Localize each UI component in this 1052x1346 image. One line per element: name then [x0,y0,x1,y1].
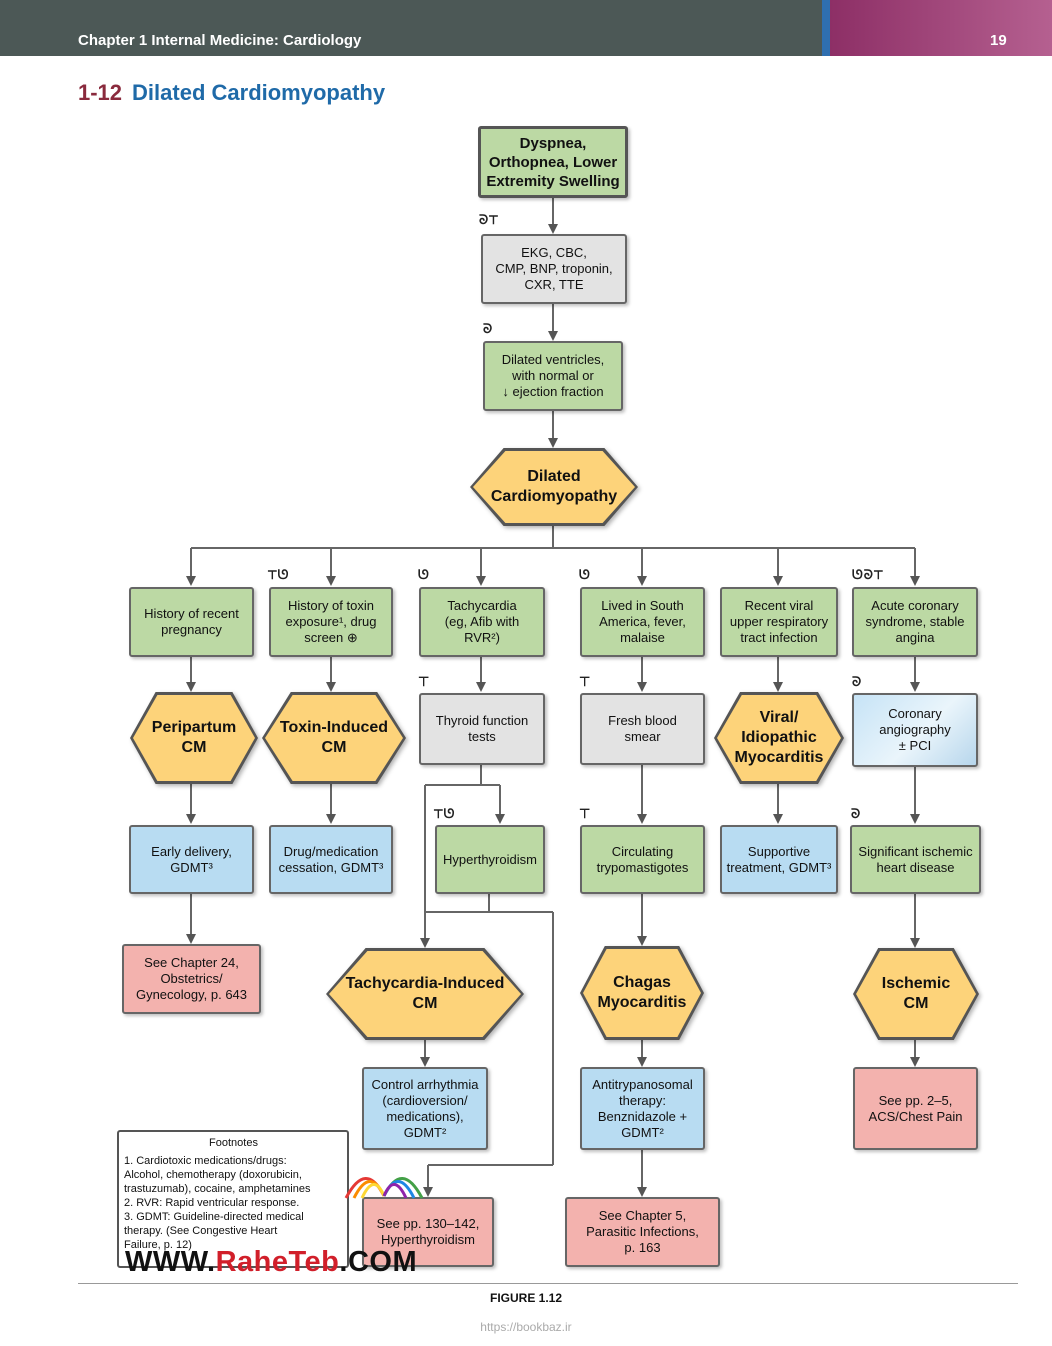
node-chagas-label: Chagas Myocarditis [597,974,687,1011]
node-supportive-treatment: Supportive treatment, GDMT³ [720,825,838,894]
node-see-hyperthyroidism: See pp. 130–142, Hyperthyroidism [362,1197,494,1267]
stethoscope-icon: ᘐ [483,321,494,336]
source-url: https://bookbaz.ir [480,1320,572,1334]
node-coronary-angiography: Coronary angiography ± PCI [852,693,978,767]
test-tube-icon: ⊤ᘎ [434,806,456,821]
node-trypomastigotes: Circulating trypomastigotes [580,825,705,894]
node-ischemic-cm: Ischemic CM [853,948,979,1040]
stethoscope-icon: ᘐ [851,806,862,821]
section-title-text: Dilated Cardiomyopathy [132,80,386,105]
node-dcm-label: Dilated Cardiomyopathy [490,468,618,505]
node-pregnancy: History of recent pregnancy [129,587,254,657]
section-title: 1-12 Dilated Cardiomyopathy [78,80,385,106]
node-ekg: EKG, CBC, CMP, BNP, troponin, CXR, TTE [481,234,627,304]
node-acs: Acute coronary syndrome, stable angina [852,587,978,657]
node-early-delivery: Early delivery, GDMT³ [129,825,254,894]
stethoscope-icon: ᘎ [418,567,430,582]
test-tube-icon: ⊤ [579,674,592,689]
node-peripartum-label: Peripartum CM [151,719,237,756]
footnote-2: 2. RVR: Rapid ventricular response. [124,1197,300,1209]
node-toxin-cm-label: Toxin-Induced CM [279,719,389,756]
node-viral-myocarditis: Viral/ Idiopathic Myocarditis [714,692,844,784]
node-viral-myo-label: Viral/ Idiopathic Myocarditis [734,709,824,766]
node-tachycardia-induced-cm: Tachycardia-Induced CM [326,948,524,1040]
section-number: 1-12 [78,80,123,105]
node-south-america: Lived in South America, fever, malaise [580,587,705,657]
node-hyperthyroidism: Hyperthyroidism [435,825,545,894]
figure-rule [78,1283,1018,1284]
node-dilated-cardiomyopathy: Dilated Cardiomyopathy [470,448,638,526]
node-antitrypanosomal: Antitrypanosomal therapy: Benznidazole +… [580,1067,705,1150]
stethoscope-icon: ᘐ [852,674,863,689]
node-viral-uri: Recent viral upper respiratory tract inf… [720,587,838,657]
node-ischemic-heart-disease: Significant ischemic heart disease [850,825,981,894]
watermark-brand: RaheTeb [215,1246,340,1278]
header-accent-bar [822,0,1052,56]
node-peripartum-cm: Peripartum CM [130,692,258,784]
node-tachycardia: Tachycardia (eg, Afib with RVR²) [419,587,545,657]
node-thyroid-tests: Thyroid function tests [419,693,545,765]
test-tube-icon: ⊤ᘎ [268,567,290,582]
node-dyspnea: Dyspnea, Orthopnea, Lower Extremity Swel… [478,126,628,198]
node-tachy-cm-label: Tachycardia-Induced CM [345,975,505,1012]
footnotes-heading: Footnotes [209,1137,258,1149]
node-see-chapter-24: See Chapter 24, Obstetrics/ Gynecology, … [122,944,261,1014]
watermark-text: WWW.RaheTeb.COM [125,1246,417,1279]
footnote-1: 1. Cardiotoxic medications/drugs: Alcoho… [124,1155,311,1195]
watermark-prefix: WWW. [125,1246,216,1278]
node-drug-cessation: Drug/medication cessation, GDMT³ [269,825,393,894]
node-toxin-induced-cm: Toxin-Induced CM [262,692,406,784]
node-see-chapter-5: See Chapter 5, Parasitic Infections, p. … [565,1197,720,1267]
footnotes-box: Footnotes 1. Cardiotoxic medications/dru… [117,1130,349,1268]
stethoscope-icon: ᘎᘐ⊤ [852,567,884,582]
node-dilated-ventricles: Dilated ventricles, with normal or ↓ eje… [483,341,623,411]
watermark-suffix: .COM [339,1246,418,1278]
node-toxin-exposure: History of toxin exposure¹, drug screen … [269,587,393,657]
node-control-arrhythmia: Control arrhythmia (cardioversion/ medic… [362,1067,488,1150]
node-blood-smear: Fresh blood smear [580,693,705,765]
page-number: 19 [990,32,1007,49]
node-ischemic-cm-label: Ischemic CM [881,975,951,1012]
node-chagas-myocarditis: Chagas Myocarditis [580,946,704,1040]
test-tube-icon: ⊤ [579,806,592,821]
node-see-pp-2-5: See pp. 2–5, ACS/Chest Pain [853,1067,978,1150]
figure-caption: FIGURE 1.12 [489,1291,563,1305]
chapter-title: Chapter 1 Internal Medicine: Cardiology [78,32,362,49]
footnote-3: 3. GDMT: Guideline-directed medical ther… [124,1211,304,1251]
stethoscope-icon: ᘎ [579,567,591,582]
stethoscope-icon: ᘐ⊤ [479,212,499,227]
watermark-logo-icon [344,1177,424,1199]
test-tube-icon: ⊤ [418,674,431,689]
